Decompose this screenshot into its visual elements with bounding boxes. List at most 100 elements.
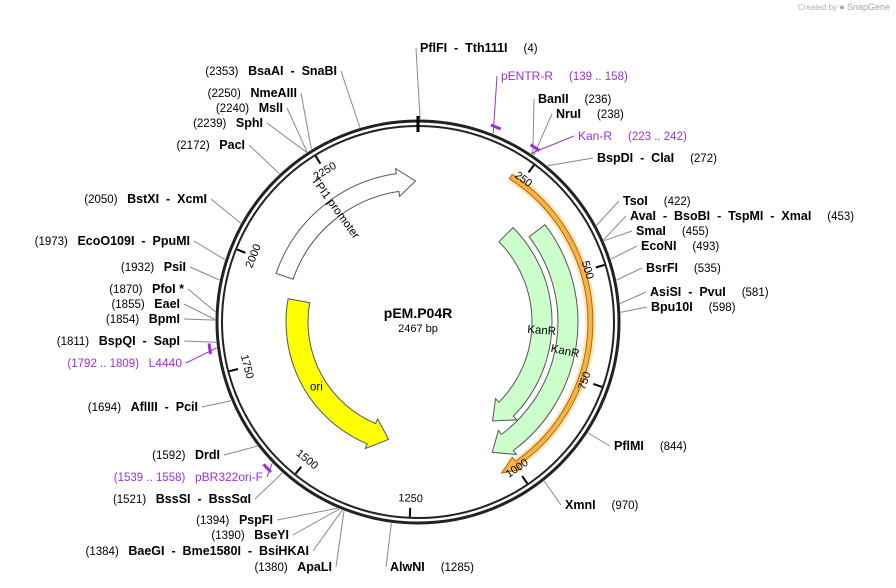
- label-part: (4): [508, 43, 538, 55]
- label-part: (1592): [152, 450, 195, 462]
- primer-kan-r[interactable]: Kan-R (223 .. 242): [530, 129, 687, 154]
- primer-label: (1792 .. 1809) L4440: [67, 356, 182, 370]
- site-label: (2172) PacI: [176, 138, 245, 152]
- site-nmeaiii[interactable]: (2250) NmeAIII: [208, 86, 312, 150]
- label-part: PflFI: [420, 41, 447, 55]
- feature-arc: [275, 167, 417, 280]
- leader-line: [620, 306, 648, 313]
- label-part: (970): [596, 500, 639, 512]
- site-eaei[interactable]: (1855) EaeI: [111, 297, 216, 320]
- label-part: - Tth111I: [447, 41, 507, 55]
- label-part: XmnI: [565, 498, 596, 512]
- site-bsssi[interactable]: (1521) BssSI - BssSαI: [113, 472, 283, 506]
- site-bsaai[interactable]: (2353) BsaAI - SnaBI: [205, 64, 361, 128]
- site-label: TsoI (422): [623, 194, 691, 208]
- snapgene-logo-icon: ●: [839, 2, 845, 12]
- label-part: BsaAI: [248, 64, 283, 78]
- label-part: (1539 .. 1558): [114, 472, 195, 484]
- leader-line: [248, 144, 280, 175]
- feature-ori[interactable]: ori: [285, 298, 390, 450]
- site-apali[interactable]: (1380) ApaLI: [254, 510, 345, 574]
- site-bsrfi[interactable]: BsrFI (535): [616, 261, 721, 281]
- watermark: Created by ● SnapGene: [798, 2, 890, 12]
- primer-pentr-r[interactable]: pENTR-R (139 .. 158): [492, 69, 628, 134]
- label-part: - SapI: [136, 334, 180, 348]
- label-part: (2240): [216, 103, 259, 115]
- label-part: BaeGI: [128, 544, 164, 558]
- label-part: (272): [674, 153, 717, 165]
- site-asisi[interactable]: AsiSI - PvuI (581): [619, 285, 769, 304]
- site-pfoi-[interactable]: (1870) PfoI *: [109, 282, 216, 313]
- site-sphi[interactable]: (2239) SphI: [193, 116, 307, 153]
- ruler-tick: [236, 248, 246, 254]
- label-part: - SnaBI: [284, 64, 337, 78]
- leader-line: [266, 122, 307, 153]
- site-bpu10i[interactable]: Bpu10I (598): [620, 300, 736, 314]
- primer-l4440[interactable]: (1792 .. 1809) L4440: [67, 347, 217, 370]
- feature-tpi1-promoter[interactable]: TPI1 promoter: [275, 167, 417, 280]
- label-part: BstXI: [127, 192, 159, 206]
- label-part: (1855): [111, 299, 154, 311]
- site-tsoi[interactable]: TsoI (422): [596, 194, 691, 226]
- label-part: (453): [811, 211, 854, 223]
- label-part: (2353): [205, 66, 248, 78]
- label-part: - BssSαI: [191, 492, 251, 506]
- site-pflmi[interactable]: PflMI (844): [587, 432, 687, 453]
- site-paci[interactable]: (2172) PacI: [176, 138, 280, 175]
- label-part: PfoI *: [152, 282, 184, 296]
- site-bseyi[interactable]: (1390) BseYI: [211, 508, 340, 542]
- site-bspdi[interactable]: BspDI - ClaI (272): [547, 151, 718, 167]
- site-avai[interactable]: AvaI - BsoBI - TspMI - XmaI (453): [603, 209, 855, 241]
- feature-kan-r[interactable]: [500, 171, 597, 474]
- feature-kanr[interactable]: KanR: [491, 224, 580, 456]
- leader-line: [587, 432, 611, 447]
- site-baegi[interactable]: (1384) BaeGI - Bme1580I - BsiHKAI: [86, 510, 343, 558]
- site-econi[interactable]: EcoNI (493): [610, 239, 719, 260]
- site-label: EcoNI (493): [641, 239, 719, 253]
- site-msli[interactable]: (2240) MslI: [216, 101, 308, 153]
- ruler-label: 1500: [294, 447, 321, 472]
- leader-line: [492, 75, 498, 134]
- site-bpmi[interactable]: (1854) BpmI: [106, 312, 216, 326]
- label-part: - PvuI: [681, 285, 725, 299]
- site-label: (2353) BsaAI - SnaBI: [205, 64, 337, 78]
- primer-mark: [490, 123, 502, 131]
- label-part: BssSI: [156, 492, 191, 506]
- site-alwni[interactable]: AlwNI (1285): [385, 523, 474, 574]
- site-bspqi[interactable]: (1811) BspQI - SapI: [57, 334, 217, 348]
- site-ecoo109i[interactable]: (1973) EcoO109I - PpuMI: [35, 234, 226, 261]
- primer-pbr322ori-f[interactable]: (1539 .. 1558) pBR322ori-F: [114, 463, 273, 484]
- site-psii[interactable]: (1932) PsiI: [121, 260, 220, 281]
- label-part: (1380): [254, 562, 297, 574]
- label-part: - ClaI: [633, 151, 674, 165]
- site-afliii[interactable]: (1694) AflIII - PciI: [88, 400, 232, 414]
- label-part: (1285): [425, 562, 474, 574]
- primer-mark: [207, 343, 212, 355]
- label-part: (1384): [86, 546, 129, 558]
- leader-line: [286, 107, 308, 153]
- site-pflfi[interactable]: PflFI - Tth111I (4): [415, 41, 538, 120]
- label-part: BanII: [538, 92, 569, 106]
- site-banii[interactable]: BanII (236): [532, 92, 612, 155]
- feature-kanr[interactable]: KanR: [492, 226, 557, 422]
- site-bstxi[interactable]: (2050) BstXI - XcmI: [84, 192, 242, 224]
- leader-line: [183, 340, 217, 343]
- feature-label: ori: [310, 382, 323, 394]
- site-label: BanII (236): [538, 92, 612, 106]
- leader-line: [596, 200, 620, 226]
- feature-arc: [491, 224, 579, 456]
- primer-label: pENTR-R (139 .. 158): [501, 69, 628, 83]
- watermark-prefix: Created by: [797, 3, 838, 12]
- leader-line: [266, 463, 273, 478]
- site-xmni[interactable]: XmnI (970): [543, 480, 639, 512]
- site-pspfi[interactable]: (1394) PspFI: [196, 507, 338, 527]
- site-label: (1932) PsiI: [121, 260, 186, 274]
- leader-line: [547, 157, 594, 167]
- label-part: (2172): [176, 140, 219, 152]
- leader-line: [543, 480, 562, 506]
- label-part: EcoO109I: [77, 234, 134, 248]
- site-drdi[interactable]: (1592) DrdI: [152, 445, 258, 462]
- site-smai[interactable]: SmaI (455): [603, 224, 709, 242]
- site-label: (1855) EaeI: [111, 297, 180, 311]
